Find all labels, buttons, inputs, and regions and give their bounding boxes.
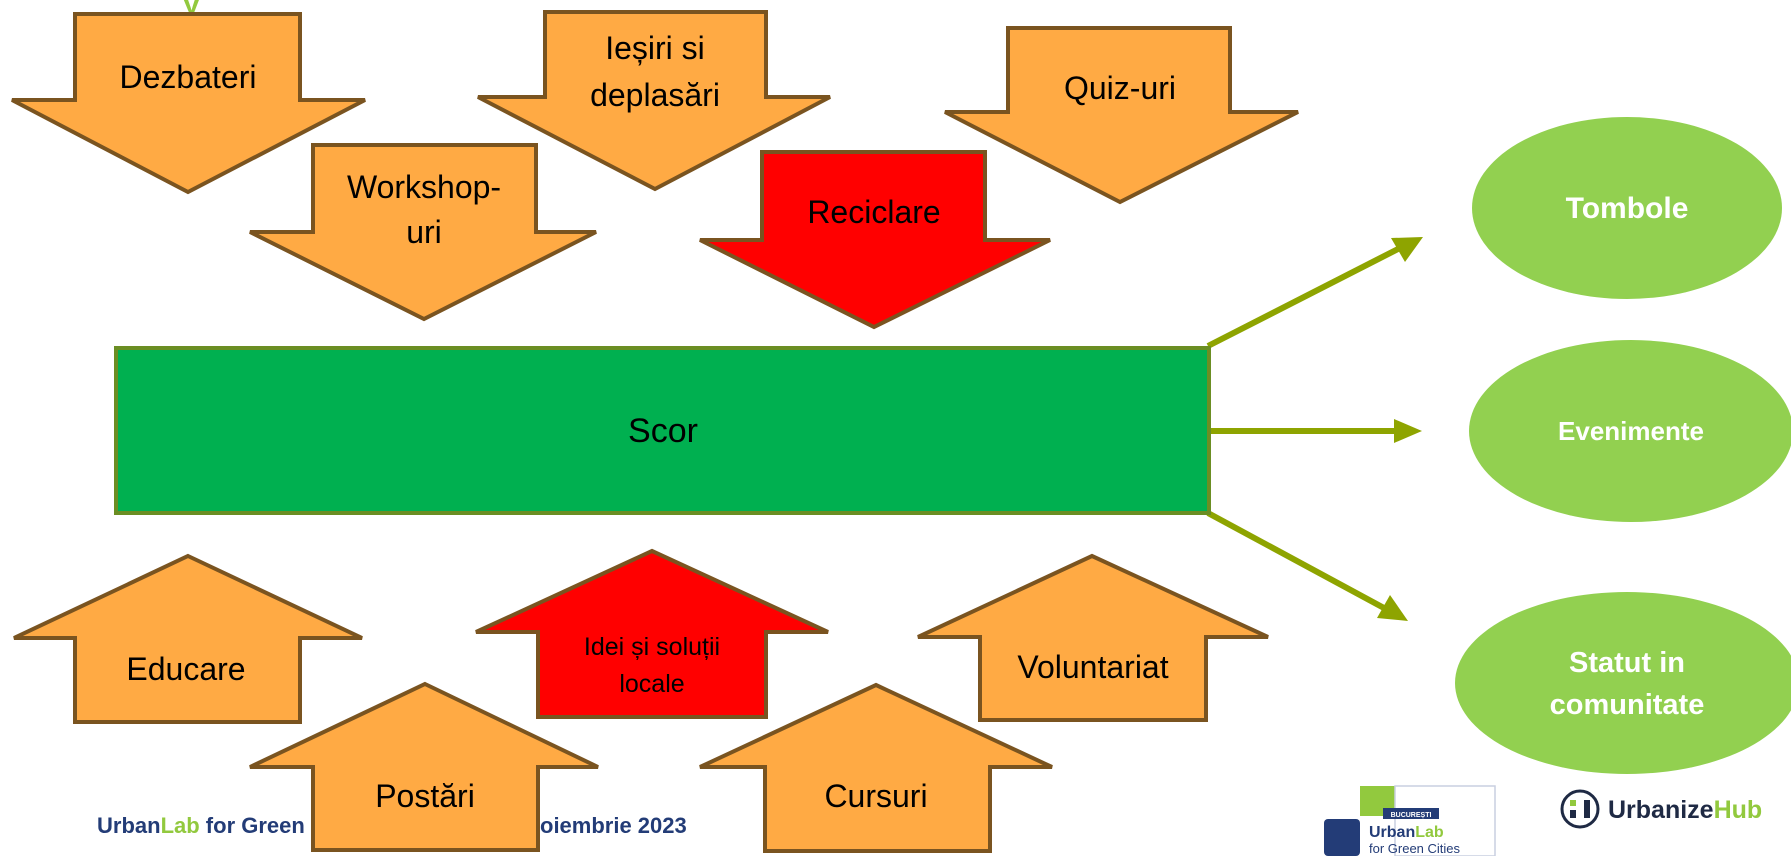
arrow-label: Educare xyxy=(126,651,245,687)
urbanizehub-wordmark: UrbanizeHub xyxy=(1608,796,1762,824)
logo-city-badge xyxy=(1383,808,1439,819)
logo-city: BUCUREȘTI xyxy=(1391,812,1432,819)
logo-navy-block xyxy=(1324,819,1360,856)
up-arrow-postari: Postări xyxy=(249,681,599,852)
arrow-label: locale xyxy=(619,670,684,698)
logo-title: UrbanLab xyxy=(1369,824,1444,841)
connector-arrowhead-tombole xyxy=(1391,237,1423,262)
connector-arrow-statut xyxy=(1206,510,1386,611)
arrow-label: Workshop- xyxy=(347,169,501,205)
outcome-evenimente: Evenimente xyxy=(1469,340,1791,522)
footer-date: oiembrie 2023 xyxy=(540,813,687,838)
down-arrow-workshop: Workshop- uri xyxy=(249,143,597,322)
connectors xyxy=(1206,237,1423,621)
score-label: Scor xyxy=(628,412,698,450)
urbanizehub-icon-dot xyxy=(1570,810,1576,818)
outcome-label: comunitate xyxy=(1550,689,1705,721)
up-arrow-voluntariat: Voluntariat xyxy=(917,553,1269,722)
down-arrow-iesiri: Ieșiri si deplasări xyxy=(477,10,831,192)
up-arrow-cursuri: Cursuri xyxy=(699,682,1053,853)
arrow-label: Voluntariat xyxy=(1017,649,1168,685)
urbanizehub-logo: UrbanizeHub xyxy=(1560,789,1762,829)
arrow-label: Reciclare xyxy=(807,194,940,230)
footer-brand-text: UrbanLab for Green xyxy=(97,813,305,838)
connector-arrow-tombole xyxy=(1206,246,1400,349)
down-arrow-dezbateri: Dezbateri xyxy=(11,12,366,195)
arrow-label: uri xyxy=(406,214,442,250)
urbanizehub-icon-bar xyxy=(1584,800,1590,818)
logo-subtitle: for Green Cities xyxy=(1369,841,1461,856)
score-box: Scor xyxy=(114,346,1211,515)
urbanizehub-icon-dot xyxy=(1570,800,1576,806)
down-arrow-quiz: Quiz-uri xyxy=(944,26,1299,205)
outcome-statut: Statut in comunitate xyxy=(1455,592,1791,774)
outcome-tombole: Tombole xyxy=(1472,117,1782,299)
footer-brand: UrbanLab for Green oiembrie 2023 xyxy=(97,813,687,838)
urbanizehub-icon xyxy=(1560,789,1600,829)
connector-arrowhead-evenimente xyxy=(1394,419,1422,443)
arrow-label: Cursuri xyxy=(824,778,927,814)
arrow-label: deplasări xyxy=(590,77,720,113)
arrow-label: Ieșiri si xyxy=(605,30,705,66)
up-arrow-educare: Educare xyxy=(13,553,363,724)
outcome-label: Evenimente xyxy=(1558,416,1704,446)
arrow-label: Idei și soluții xyxy=(584,633,720,661)
connector-arrowhead-statut xyxy=(1377,595,1408,621)
down-arrow-reciclare: Reciclare xyxy=(699,150,1051,330)
arrow-label: Dezbateri xyxy=(120,59,257,95)
arrow-label: Postări xyxy=(375,778,475,814)
up-arrow-idei: Idei și soluții locale xyxy=(475,548,829,719)
outcome-label: Statut in xyxy=(1569,647,1685,679)
logo-frame xyxy=(1394,785,1496,856)
outcome-label: Tombole xyxy=(1566,192,1689,225)
urbanlab-logo: BUCUREȘTI UrbanLab for Green Cities xyxy=(1324,785,1496,856)
arrow-label: Quiz-uri xyxy=(1064,70,1176,106)
